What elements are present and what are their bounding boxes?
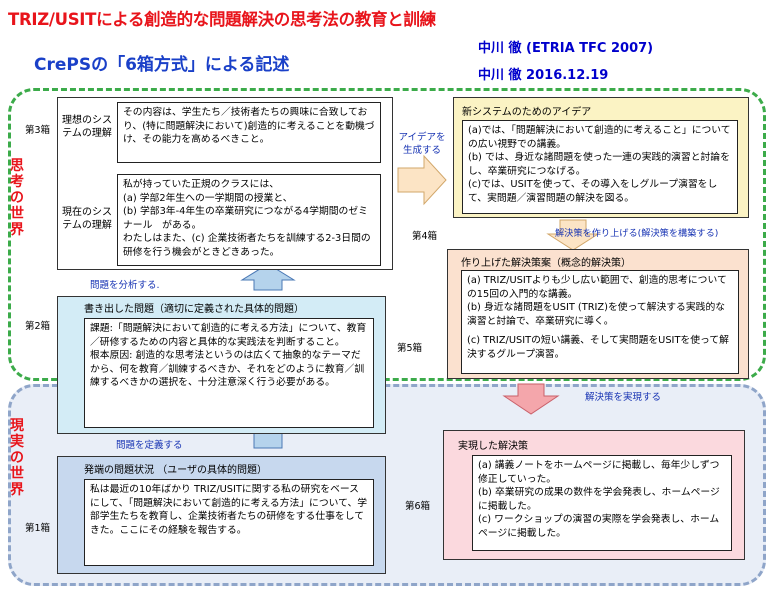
page-subtitle: CrePSの「6箱方式」による記述 bbox=[34, 55, 290, 75]
box5-body: (a) TRIZ/USITよりも少し広い範囲で、創造的思考についての15回の入門… bbox=[461, 270, 739, 374]
box6-line-c: (c) ワークショップの演習の実際を学会発表し、ホームページに掲載した。 bbox=[478, 514, 720, 539]
box6-line-b: (b) 卒業研究の成果の数件を学会発表し、ホームページに掲載した。 bbox=[478, 487, 720, 512]
box4-line-b: (b) では、身近な諸問題を使った一連の実践的演習と討論をし、卒業研究につなげる… bbox=[468, 152, 730, 177]
box1-text: 私は最近の10年ばかり TRIZ/USITに関する私の研究をベースにして、「問題… bbox=[84, 479, 374, 566]
build-solution-label: 解決策を作り上げる(解決策を構築する) bbox=[555, 228, 719, 239]
box2-heading: 書き出した問題（適切に定義された具体的問題） bbox=[84, 304, 304, 315]
ideal-system-label: 理想のシステムの理解 bbox=[62, 115, 112, 139]
current-line-1: 私が持っていた正規のクラスには、 bbox=[123, 179, 280, 190]
current-line-3: (b) 学部3年-4年生の卒業研究につながる4学期間のゼミナール がある。 bbox=[123, 206, 368, 231]
box5-line-c: (c) TRIZ/USITの短い講義、そして実問題をUSITを使って解決するグル… bbox=[467, 335, 729, 360]
box2-root-cause: 根本原因: 創造的な思考法というのは広くて抽象的なテーマだから、何を教育／訓練す… bbox=[90, 350, 365, 389]
stage-label-box6: 第6箱 bbox=[405, 501, 431, 512]
implement-solution-label: 解決策を実現する bbox=[585, 392, 662, 403]
box5-heading: 作り上げた解決策案（概念的解決策） bbox=[461, 258, 631, 269]
author-line-2: 中川 徹 2016.12.19 bbox=[478, 68, 609, 83]
box4-heading: 新システムのためのアイデア bbox=[462, 107, 592, 118]
box2-task: 課題:「問題解決において創造的に考える方法」について、教育／研修するための内容と… bbox=[90, 323, 367, 348]
box6-line-a: (a) 講義ノートをホームページに掲載し、毎年少しずつ修正していった。 bbox=[478, 460, 720, 485]
current-system-label: 現在のシステムの理解 bbox=[62, 207, 112, 231]
author-line-1: 中川 徹 (ETRIA TFC 2007) bbox=[478, 41, 654, 56]
box5-line-b: (b) 身近な諸問題をUSIT (TRIZ)を使って解決する実践的な演習と討論で… bbox=[467, 302, 726, 327]
generate-ideas-label: アイデアを生成する bbox=[398, 132, 446, 156]
stage-label-box2: 第2箱 bbox=[25, 321, 51, 332]
box1-heading: 発端の問題状況 （ユーザの具体的問題） bbox=[84, 465, 267, 476]
box5-line-a: (a) TRIZ/USITよりも少し広い範囲で、創造的思考についての15回の入門… bbox=[467, 275, 727, 300]
stage-label-box4: 第4箱 bbox=[412, 231, 438, 242]
current-line-2: (a) 学部2年生への一学期間の授業と、 bbox=[123, 192, 293, 204]
analyze-problem-label: 問題を分析する. bbox=[90, 280, 160, 291]
box4-line-a: (a)では、「問題解決において創造的に考えること」についての広い視野での講義。 bbox=[468, 125, 731, 150]
stage-label-box3: 第3箱 bbox=[25, 125, 51, 136]
box6-body: (a) 講義ノートをホームページに掲載し、毎年少しずつ修正していった。 (b) … bbox=[472, 455, 732, 551]
right-arrow-generate bbox=[397, 154, 447, 206]
ideal-system-text: その内容は、学生たち／技術者たちの興味に合致しており、(特に問題解決において)創… bbox=[117, 102, 381, 163]
stage-label-box5: 第5箱 bbox=[397, 343, 423, 354]
current-system-text: 私が持っていた正規のクラスには、 (a) 学部2年生への一学期間の授業と、 (b… bbox=[117, 174, 381, 266]
thinking-world-label: 思考の世界 bbox=[10, 158, 24, 238]
box2-body: 課題:「問題解決において創造的に考える方法」について、教育／研修するための内容と… bbox=[84, 318, 374, 428]
reality-world-label: 現実の世界 bbox=[10, 418, 24, 498]
down-arrow-build bbox=[546, 219, 600, 251]
down-arrow-implement bbox=[502, 383, 560, 415]
page-title: TRIZ/USITによる創造的な問題解決の思考法の教育と訓練 bbox=[8, 10, 436, 29]
up-arrow-analyze bbox=[240, 263, 296, 291]
define-problem-label: 問題を定義する bbox=[116, 440, 183, 451]
current-line-4: わたしはまた、(c) 企業技術者たちを訓練する2-3日間の研修を行う機会がときど… bbox=[123, 233, 371, 258]
stage-label-box1: 第1箱 bbox=[25, 523, 51, 534]
box4-line-c: (c)では、USITを使って、その導入をしグループ演習をして、実問題／演習問題の… bbox=[468, 179, 718, 204]
box4-body: (a)では、「問題解決において創造的に考えること」についての広い視野での講義。 … bbox=[462, 120, 738, 214]
box6-heading: 実現した解決策 bbox=[458, 441, 528, 452]
